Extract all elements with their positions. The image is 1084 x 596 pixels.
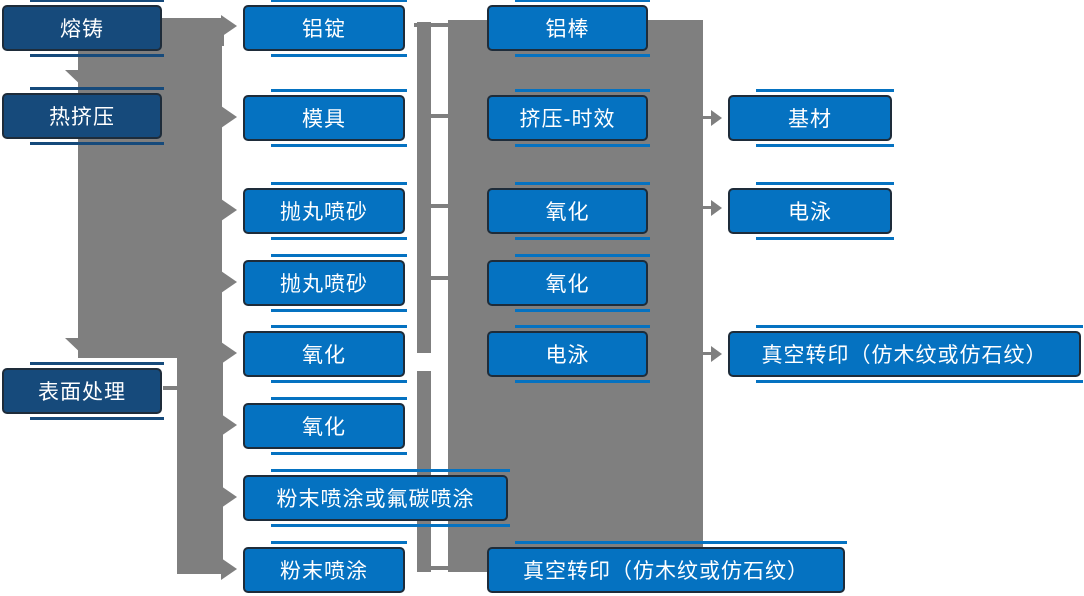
arrowhead-right-to-shot-blasting-2-icon xyxy=(221,271,237,293)
node-surface-treatment: 表面处理 xyxy=(2,362,164,420)
arrowhead-right-to-powder-coating-icon xyxy=(221,558,237,580)
arrowhead-right-to-base-material-icon xyxy=(711,110,722,126)
connector-stub-to-electrophoresis xyxy=(700,206,713,209)
connector-tick-oxidation-row-2 xyxy=(431,276,448,280)
arrowhead-right-to-oxidation-2-icon xyxy=(221,414,237,436)
node-electrophoresis-1: 电泳 xyxy=(487,325,650,383)
node-shot-blasting-1: 抛丸喷砂 xyxy=(243,182,407,240)
connector-stub-surface-treatment xyxy=(163,386,179,390)
node-oxidation-2: 氧化 xyxy=(243,397,407,455)
arrowhead-right-to-electrophoresis-2-icon xyxy=(711,200,722,216)
node-oxidation-1: 氧化 xyxy=(243,325,407,383)
connector-collector-bar-upper xyxy=(417,22,431,353)
node-mold: 模具 xyxy=(243,89,407,147)
node-powder-or-fluorocarbon-coating: 粉末喷涂或氟碳喷涂 xyxy=(243,469,510,527)
arrowhead-right-to-oxidation-1-icon xyxy=(221,342,237,364)
node-melting-casting: 熔铸 xyxy=(2,0,164,57)
connector-tick-ingot-row xyxy=(414,23,448,27)
node-extrusion-aging: 挤压-时效 xyxy=(487,89,650,147)
node-hot-extrusion: 热挤压 xyxy=(2,87,164,145)
node-oxidation-3: 氧化 xyxy=(487,182,650,240)
arrowhead-right-to-shot-blasting-1-icon xyxy=(221,199,237,221)
node-oxidation-4: 氧化 xyxy=(487,254,650,312)
node-shot-blasting-2: 抛丸喷砂 xyxy=(243,254,407,312)
connector-stub-melting-to-ingot xyxy=(162,18,224,46)
node-powder-coating: 粉末喷涂 xyxy=(243,541,407,593)
node-vacuum-transfer-1: 真空转印（仿木纹或仿石纹） xyxy=(487,541,847,593)
arrowhead-right-to-mold-icon xyxy=(221,106,237,128)
node-vacuum-transfer-2: 真空转印（仿木纹或仿石纹） xyxy=(728,325,1083,383)
connector-tick-oxidation-row-1 xyxy=(431,204,448,208)
arrowhead-down-to-hot-extrusion-icon xyxy=(65,70,107,90)
node-aluminum-ingot: 铝锭 xyxy=(243,0,407,57)
connector-trunk-upper xyxy=(78,45,222,358)
node-base-material: 基材 xyxy=(728,89,894,147)
connector-stub-to-vacuum-transfer xyxy=(700,352,713,355)
arrowhead-right-to-vacuum-transfer-2-icon xyxy=(711,346,722,362)
arrowhead-right-to-powder-fluorocarbon-icon xyxy=(221,486,237,508)
connector-tick-mold-row xyxy=(431,114,448,118)
node-aluminum-rod: 铝棒 xyxy=(487,0,650,57)
node-electrophoresis-2: 电泳 xyxy=(728,182,894,240)
connector-tick-powder-row xyxy=(431,566,448,570)
connector-stub-to-base-material xyxy=(700,116,713,119)
connector-trunk-lower xyxy=(177,358,223,574)
arrowhead-down-to-surface-treatment-icon xyxy=(65,338,107,358)
arrowhead-right-to-aluminum-ingot-icon xyxy=(221,15,237,37)
